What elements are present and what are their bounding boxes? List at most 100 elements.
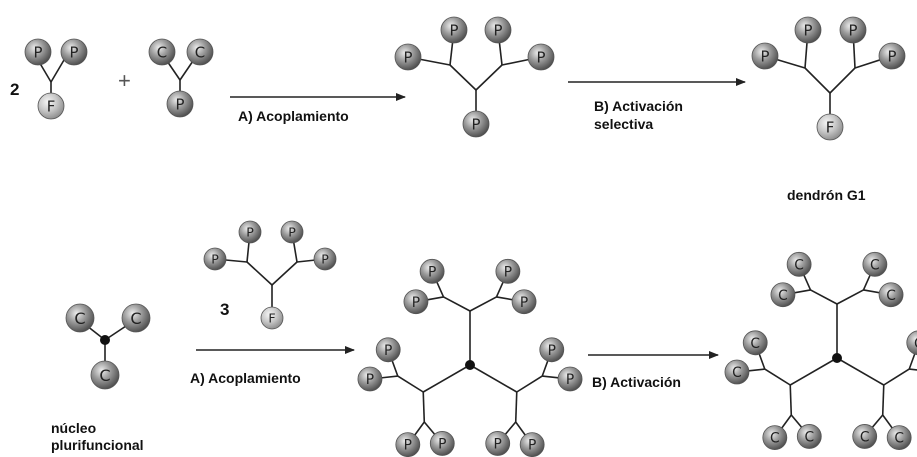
sphere-ball — [121, 303, 151, 333]
product-macromolecule-sphere: C — [906, 330, 917, 356]
sphere-ball — [539, 337, 565, 363]
dendron-g1-label: dendrón G1 — [787, 187, 866, 203]
sphere-ball — [403, 289, 429, 315]
dendron-g1-core-sphere: F — [816, 113, 844, 141]
sphere-letter: P — [404, 48, 413, 66]
sphere-letter: P — [548, 343, 556, 359]
sphere-letter: C — [778, 288, 788, 304]
bond-line — [804, 67, 831, 94]
intermediate-macromolecule-sphere: P — [485, 431, 511, 456]
sphere-letter: C — [860, 429, 870, 445]
sphere-letter: C — [914, 336, 917, 352]
sphere-ball — [724, 359, 750, 385]
reagent-dendron-core-sphere: F — [260, 306, 284, 330]
sphere-ball — [852, 424, 878, 449]
bond-line — [909, 368, 917, 371]
intermediate-macromolecule-sphere: P — [511, 289, 537, 315]
sphere-ball — [65, 303, 95, 333]
sphere-ball — [357, 366, 383, 392]
coefficient-2: 2 — [10, 80, 20, 99]
product-macromolecule-sphere: C — [762, 425, 788, 451]
dendron-g1-periphery-sphere: P — [839, 16, 867, 44]
sphere-ball — [557, 366, 583, 392]
sphere-letter: F — [47, 97, 56, 115]
sphere-ball — [906, 330, 917, 356]
sphere-ball — [440, 16, 468, 44]
core-sphere: C — [65, 303, 95, 333]
sphere-ball — [37, 92, 65, 120]
sphere-letter: C — [732, 365, 742, 381]
sphere-letter: P — [438, 436, 446, 452]
sphere-letter: C — [74, 309, 85, 328]
intermediate-macromolecule-sphere: P — [419, 258, 445, 284]
sphere-ball — [762, 425, 788, 451]
product-macromolecule-sphere: C — [796, 424, 822, 449]
bond-line — [469, 296, 497, 312]
product-macromolecule-sphere: C — [724, 359, 750, 385]
intermediate-macromolecule-sphere: P — [429, 431, 455, 456]
sphere-ball — [166, 90, 194, 118]
step-b-label-line1: B) Activación — [594, 98, 683, 114]
sphere-ball — [238, 220, 262, 244]
sphere-letter: P — [494, 21, 503, 39]
intermediate-dendron-periphery-sphere: P — [440, 16, 468, 44]
sphere-ball — [839, 16, 867, 44]
reagent-dendron-periphery-sphere: P — [203, 247, 227, 271]
product-macromolecule-sphere: C — [742, 330, 768, 356]
intermediate-macromolecule-sphere: P — [495, 258, 521, 284]
coefficient-3: 3 — [220, 300, 230, 319]
sphere-letter: P — [504, 264, 512, 280]
sphere-letter: P — [176, 95, 185, 113]
sphere-ball — [495, 258, 521, 284]
intermediate-macromolecule-sphere: P — [539, 337, 565, 363]
sphere-ball — [60, 38, 88, 66]
sphere-ball — [24, 38, 52, 66]
sphere-ball — [742, 330, 768, 356]
intermediate-macromolecule-sphere: P — [395, 432, 421, 457]
sphere-letter: P — [246, 225, 254, 240]
product-macromolecule-sphere: C — [852, 424, 878, 449]
sphere-ball — [148, 38, 176, 66]
sphere-ball — [485, 431, 511, 456]
bond-line — [475, 64, 503, 91]
sphere-letter: C — [804, 429, 814, 445]
bond-line — [881, 384, 885, 416]
sphere-ball — [816, 113, 844, 141]
dendron-g1-periphery-sphere: P — [794, 16, 822, 44]
sphere-letter: P — [428, 264, 436, 280]
intermediate-dendron-periphery-sphere: P — [394, 43, 422, 71]
dendron-g1-periphery-sphere: P — [751, 42, 779, 70]
sphere-ball — [203, 247, 227, 271]
sphere-letter: P — [288, 225, 296, 240]
sphere-letter: P — [761, 47, 770, 65]
bond-line — [50, 59, 65, 83]
sphere-letter: P — [211, 252, 219, 267]
bond-line — [443, 296, 471, 312]
sphere-letter: P — [849, 21, 858, 39]
sphere-letter: C — [157, 43, 167, 61]
sphere-letter: F — [826, 118, 835, 136]
sphere-letter: P — [494, 436, 502, 452]
sphere-letter: P — [404, 438, 412, 454]
sphere-letter: P — [384, 343, 392, 359]
sphere-letter: P — [34, 43, 43, 61]
bond-line — [397, 375, 424, 393]
core-center-dot — [100, 335, 110, 345]
sphere-letter: P — [321, 252, 329, 267]
intermediate-macromolecule-sphere: P — [557, 366, 583, 392]
bond-line — [908, 345, 917, 370]
reagent1-core-sphere: F — [37, 92, 65, 120]
reagent1-periphery-sphere: P — [60, 38, 88, 66]
reagent2-periphery-sphere: C — [148, 38, 176, 66]
intermediate-macromolecule-sphere: P — [375, 337, 401, 363]
sphere-letter: P — [888, 47, 897, 65]
plus-sign: + — [118, 68, 131, 93]
sphere-ball — [751, 42, 779, 70]
reagent-dendron-periphery-sphere: P — [280, 220, 304, 244]
sphere-ball — [186, 38, 214, 66]
sphere-letter: P — [804, 21, 813, 39]
bond-line — [789, 357, 838, 386]
sphere-letter: C — [750, 336, 760, 352]
product-macromolecule-sphere: C — [862, 251, 888, 277]
